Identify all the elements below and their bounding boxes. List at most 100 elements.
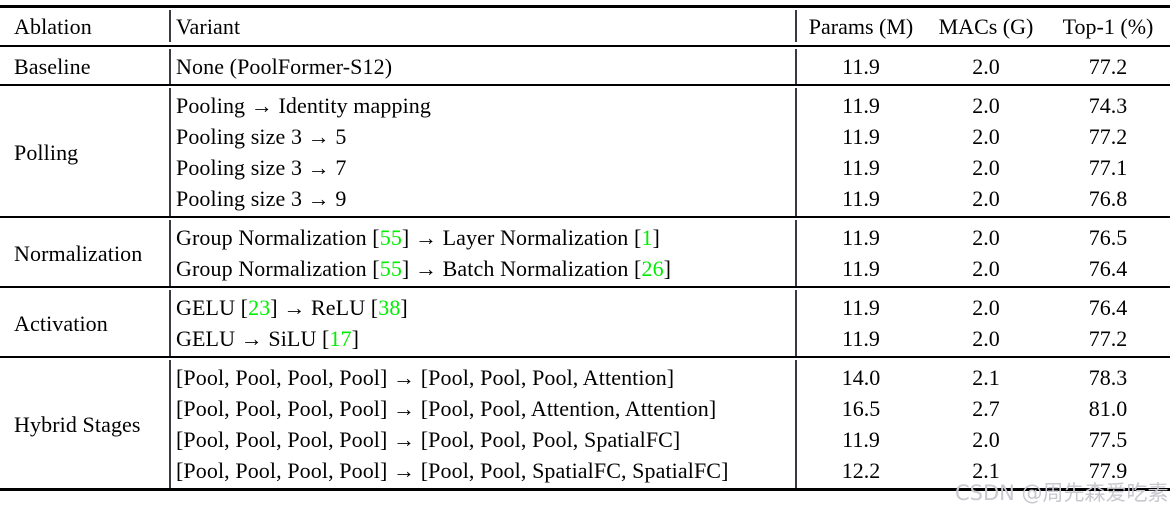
variant-cell: [Pool, Pool, Pool, Pool] → [Pool, Pool, … (176, 393, 716, 424)
variant-text: Pooling size 3 → 9 (176, 186, 347, 211)
macs-cell: 2.0 (972, 124, 1000, 149)
table-column-rule (795, 290, 797, 356)
params-cell: 11.9 (842, 326, 880, 351)
section-label-5: Hybrid Stages (14, 411, 141, 437)
variant-cell: [Pool, Pool, Pool, Pool] → [Pool, Pool, … (176, 424, 680, 455)
params-cell: 12.2 (841, 458, 881, 483)
params-cell: 11.9 (842, 427, 880, 452)
table-section-rule (0, 356, 1170, 358)
top1-cell: 78.3 (1088, 365, 1128, 390)
variant-text: ] (663, 256, 672, 281)
variant-cell: None (PoolFormer-S12) (176, 51, 392, 82)
macs-cell: 2.1 (972, 458, 1000, 483)
variant-text: ] (652, 225, 660, 250)
macs-cell: 2.0 (972, 256, 1000, 281)
table-column-rule (795, 220, 797, 286)
variant-text: [Pool, Pool, Pool, Pool] → [Pool, Pool, … (176, 365, 675, 390)
variant-text: ] (400, 295, 408, 320)
variant-cell: GELU [23] → ReLU [38] (176, 292, 408, 323)
section-label-1: Baseline (14, 54, 91, 79)
top1-cell: 76.5 (1088, 225, 1128, 250)
params-cell: 11.9 (842, 54, 880, 79)
variant-cell: Group Normalization [55] → Batch Normali… (176, 253, 671, 284)
table-column-rule (169, 49, 171, 84)
macs-cell: 2.0 (972, 295, 1000, 320)
params-cell: 11.9 (842, 93, 880, 118)
table-border-rule (0, 5, 1170, 8)
table-column-rule (169, 360, 171, 488)
params-cell: 14.0 (841, 365, 881, 390)
top1-cell: 77.5 (1088, 427, 1128, 452)
table-column-rule (169, 88, 171, 216)
variant-text: None (PoolFormer-S12) (176, 54, 393, 79)
table-section-rule (0, 286, 1170, 288)
table-section-rule (0, 45, 1170, 47)
column-header-macs: MACs (G) (938, 14, 1034, 39)
variant-cell: [Pool, Pool, Pool, Pool] → [Pool, Pool, … (176, 362, 674, 393)
variant-text: Group Normalization [ (176, 256, 380, 281)
variant-cell: Group Normalization [55] → Layer Normali… (176, 222, 660, 253)
column-header-variant: Variant (176, 14, 241, 39)
section-label-3: Normalization (14, 240, 143, 266)
table-column-rule (795, 49, 797, 84)
variant-text: GELU → SiLU [ (176, 326, 330, 351)
variant-text: ] → Batch Normalization [ (401, 256, 642, 281)
params-cell: 11.9 (842, 124, 880, 149)
variant-cell: Pooling size 3 → 7 (176, 152, 346, 183)
variant-text: [Pool, Pool, Pool, Pool] → [Pool, Pool, … (176, 458, 729, 483)
macs-cell: 2.0 (972, 225, 1000, 250)
top1-cell: 77.2 (1088, 54, 1128, 79)
macs-cell: 2.0 (972, 155, 1000, 180)
citation-ref: 23 (248, 295, 271, 320)
params-cell: 11.9 (842, 256, 880, 281)
top1-cell: 77.2 (1088, 326, 1128, 351)
table-column-rule (795, 88, 797, 216)
variant-text: Pooling → Identity mapping (176, 93, 431, 118)
variant-text: Group Normalization [ (176, 225, 380, 250)
section-label-4: Activation (14, 310, 108, 336)
top1-cell: 76.4 (1088, 295, 1128, 320)
table-column-rule (795, 10, 797, 42)
params-cell: 11.9 (842, 155, 880, 180)
variant-text: ] → ReLU [ (270, 295, 379, 320)
top1-cell: 81.0 (1088, 396, 1128, 421)
citation-ref: 17 (329, 326, 352, 351)
variant-cell: GELU → SiLU [17] (176, 323, 359, 354)
column-header-ablation: Ablation (14, 14, 92, 39)
citation-ref: 1 (641, 225, 653, 250)
citation-ref: 55 (379, 225, 402, 250)
citation-ref: 38 (378, 295, 401, 320)
table-column-rule (169, 10, 171, 42)
section-label-2: Polling (14, 139, 79, 165)
top1-cell: 74.3 (1088, 93, 1128, 118)
variant-text: Pooling size 3 → 5 (176, 124, 347, 149)
citation-ref: 26 (641, 256, 664, 281)
table-section-rule (0, 216, 1170, 218)
top1-cell: 77.9 (1088, 458, 1128, 483)
params-cell: 11.9 (842, 186, 880, 211)
macs-cell: 2.0 (972, 427, 1000, 452)
variant-text: ] (351, 326, 360, 351)
variant-text: [Pool, Pool, Pool, Pool] → [Pool, Pool, … (176, 396, 717, 421)
variant-text: [Pool, Pool, Pool, Pool] → [Pool, Pool, … (176, 427, 681, 452)
table-column-rule (169, 290, 171, 356)
variant-cell: Pooling size 3 → 5 (176, 121, 346, 152)
variant-text: GELU [ (176, 295, 249, 320)
column-header-params: Params (M) (808, 14, 914, 39)
params-cell: 11.9 (842, 225, 880, 250)
macs-cell: 2.1 (972, 365, 1000, 390)
variant-text: Pooling size 3 → 7 (176, 155, 347, 180)
top1-cell: 77.1 (1088, 155, 1128, 180)
top1-cell: 76.4 (1088, 256, 1128, 281)
top1-cell: 77.2 (1088, 124, 1128, 149)
variant-text: ] → Layer Normalization [ (401, 225, 642, 250)
top1-cell: 76.8 (1088, 186, 1128, 211)
macs-cell: 2.0 (972, 186, 1000, 211)
variant-cell: [Pool, Pool, Pool, Pool] → [Pool, Pool, … (176, 455, 729, 486)
citation-ref: 55 (379, 256, 402, 281)
params-cell: 11.9 (842, 295, 880, 320)
variant-cell: Pooling size 3 → 9 (176, 183, 346, 214)
table-column-rule (795, 360, 797, 488)
table-section-rule (0, 84, 1170, 86)
